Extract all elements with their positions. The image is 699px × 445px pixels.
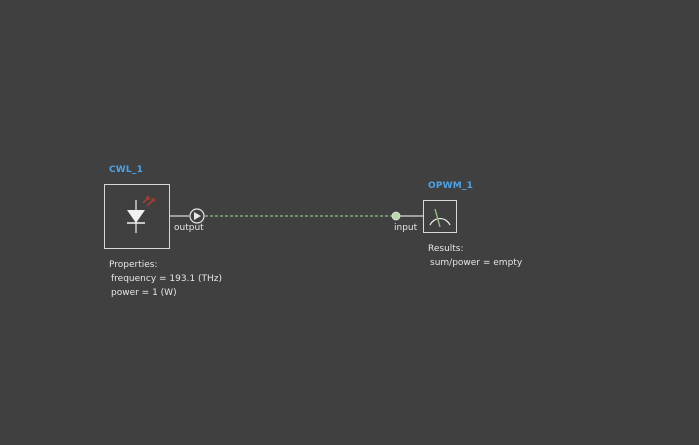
opwm-results-heading: Results: bbox=[428, 244, 464, 254]
opwm-sum-power-value: sum/power = empty bbox=[430, 258, 523, 268]
input-port-icon[interactable] bbox=[391, 211, 401, 221]
power-meter-icon bbox=[429, 208, 451, 228]
opwm-title: OPWM_1 bbox=[428, 181, 474, 191]
cwl-component-box[interactable] bbox=[104, 184, 170, 249]
cwl-power-value: power = 1 (W) bbox=[111, 288, 177, 298]
cwl-properties-heading: Properties: bbox=[109, 260, 158, 270]
cwl-frequency-value: frequency = 193.1 (THz) bbox=[111, 274, 223, 284]
output-port-label: output bbox=[174, 223, 204, 233]
laser-diode-icon bbox=[127, 196, 155, 233]
input-port-label: input bbox=[394, 223, 418, 233]
opwm-component-box[interactable] bbox=[423, 200, 457, 233]
output-port-icon[interactable] bbox=[189, 208, 205, 224]
cwl-title: CWL_1 bbox=[109, 165, 144, 175]
